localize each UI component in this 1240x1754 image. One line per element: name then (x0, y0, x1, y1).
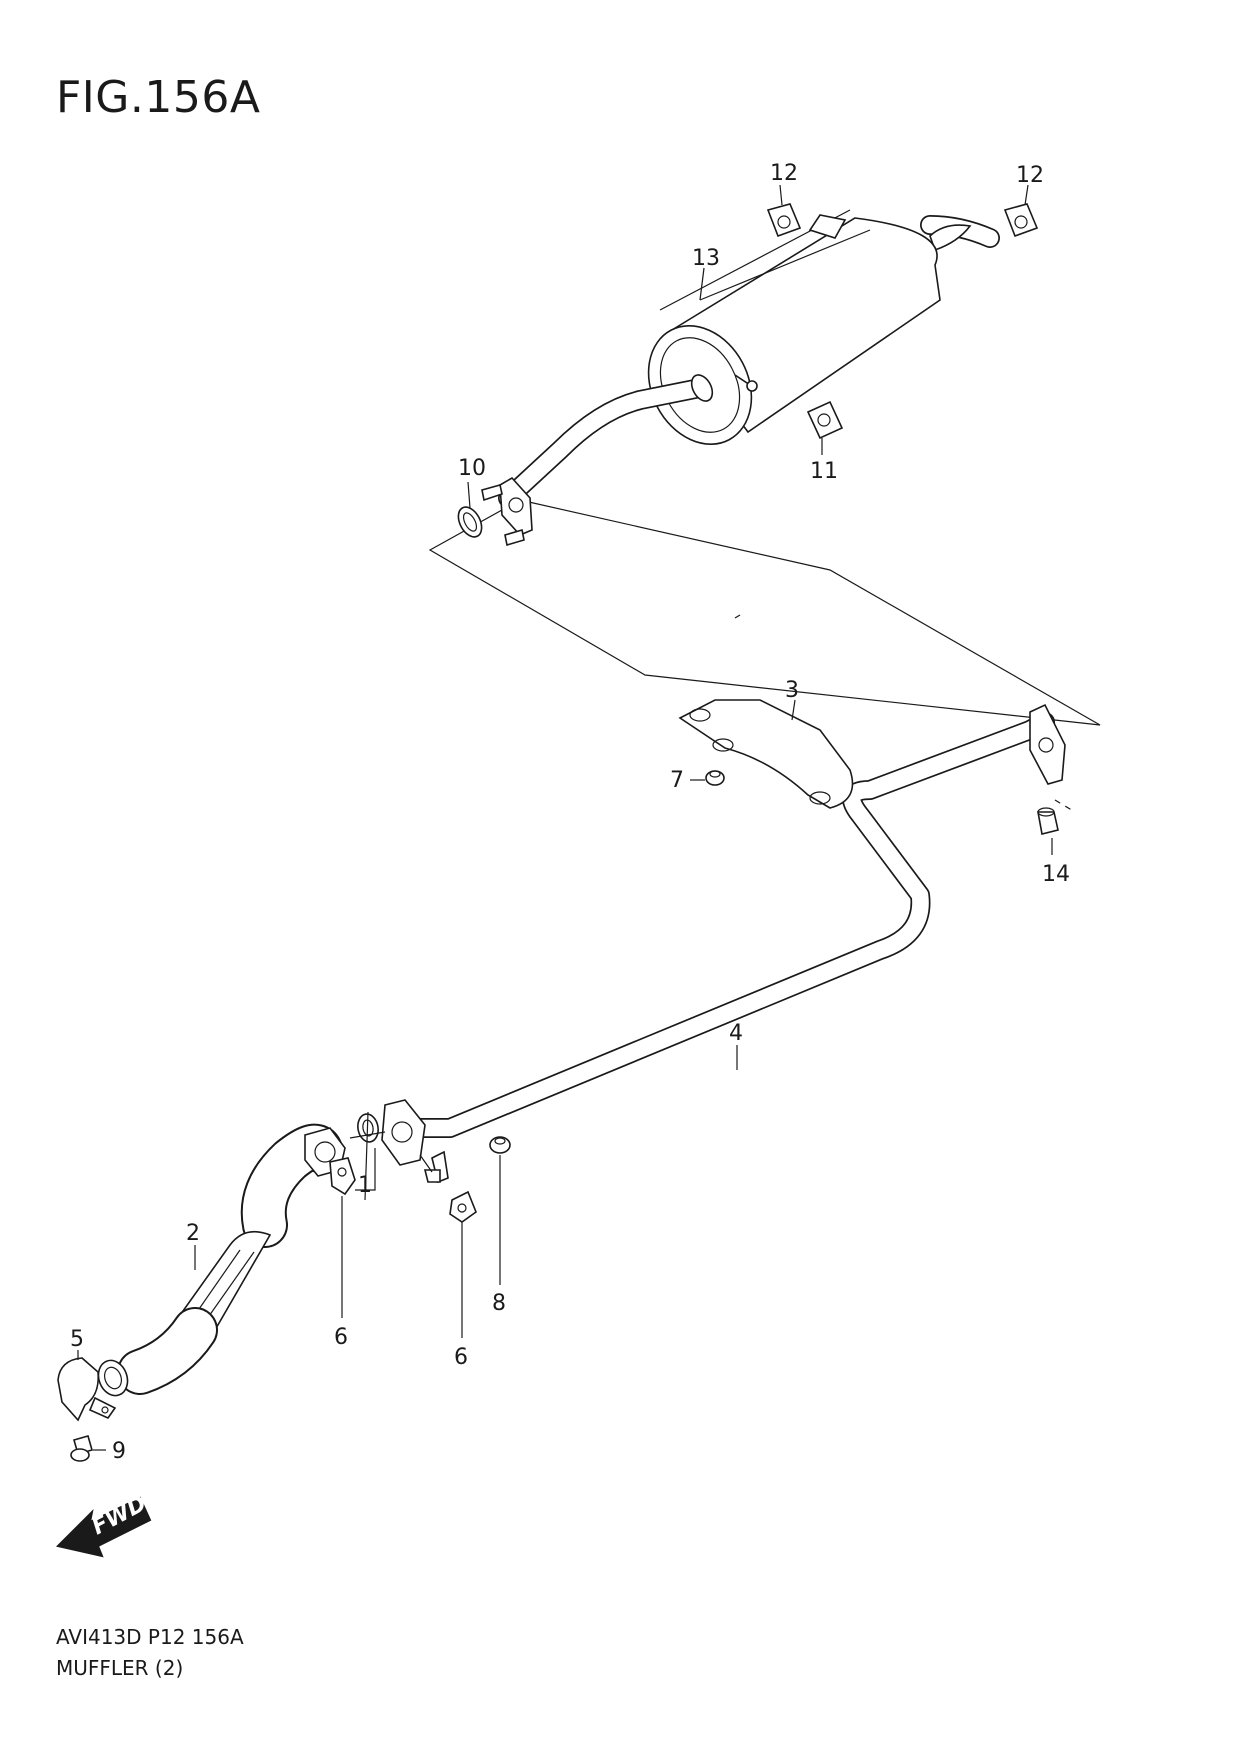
front-pipe-2 (97, 1123, 346, 1397)
callout-9: 9 (112, 1439, 126, 1464)
callout-5: 5 (70, 1327, 84, 1352)
leader-lines (77, 184, 1053, 1451)
flange-gasket-10 (457, 484, 525, 547)
rubber-hanger-12-right (1003, 203, 1039, 238)
callout-12-right: 12 (1016, 163, 1044, 188)
nut-8 (489, 1136, 511, 1154)
callout-7: 7 (670, 768, 684, 793)
callout-14: 14 (1042, 862, 1070, 887)
clamp-5 (57, 1357, 117, 1422)
callout-13: 13 (692, 246, 720, 271)
nut-7 (705, 770, 725, 786)
connection-plane (428, 499, 1101, 813)
rubber-hanger-11 (806, 400, 844, 440)
rubber-hanger-12-left (766, 203, 802, 238)
hanger-bracket-6-right (419, 1154, 477, 1223)
callout-6-right: 6 (454, 1345, 468, 1370)
callout-12-left: 12 (770, 161, 798, 186)
callout-6-left: 6 (334, 1325, 348, 1350)
center-pipe (381, 703, 1066, 1184)
callout-1: 1 (358, 1173, 372, 1198)
nut-14 (1037, 807, 1059, 835)
figure-title: FIG.156A (56, 72, 261, 123)
callout-2: 2 (186, 1221, 200, 1246)
figure-code: AVI413D P12 156A (56, 1625, 244, 1649)
pipe-bracket-3 (678, 699, 854, 809)
fwd-arrow-icon: FWD (56, 1491, 152, 1558)
bolt-9 (70, 1435, 93, 1462)
rear-muffler (498, 209, 1000, 536)
callout-4: 4 (729, 1021, 743, 1046)
callout-3: 3 (785, 678, 799, 703)
figure-name: MUFFLER (2) (56, 1656, 184, 1680)
callout-8: 8 (492, 1291, 506, 1316)
callout-11: 11 (810, 459, 838, 484)
hanger-bracket-6-left (329, 1148, 376, 1196)
callout-10: 10 (458, 456, 486, 481)
